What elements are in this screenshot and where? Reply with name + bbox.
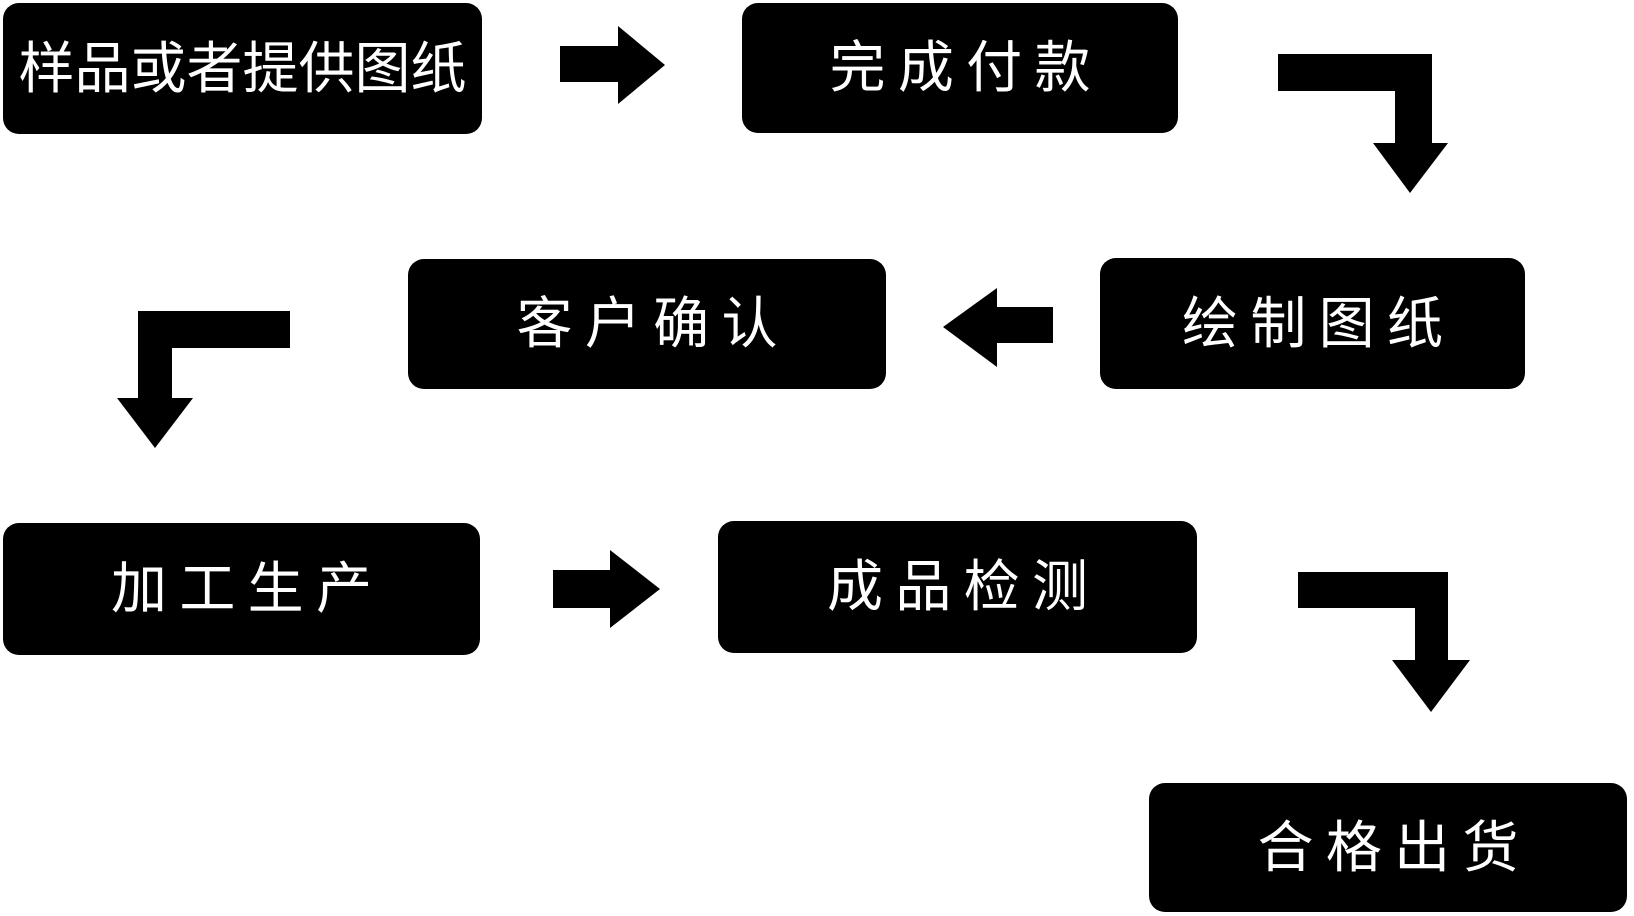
node-label: 客户确认 xyxy=(516,292,790,355)
node-label: 加工生产 xyxy=(111,557,385,620)
node-label: 样品或者提供图纸 xyxy=(18,36,467,100)
node-complete-payment: 完成付款 xyxy=(742,3,1178,133)
elbow-left-down-arrow-icon xyxy=(117,311,290,448)
node-finished-product-inspection: 成品检测 xyxy=(718,521,1197,653)
node-draw-drawings: 绘制图纸 xyxy=(1100,258,1525,389)
elbow-right-down-arrow-icon xyxy=(1298,572,1470,712)
node-sample-or-provide-drawings: 样品或者提供图纸 xyxy=(3,3,482,134)
left-arrow-icon xyxy=(943,288,1053,367)
node-processing-production: 加工生产 xyxy=(3,523,480,655)
node-label: 绘制图纸 xyxy=(1182,291,1456,355)
node-qualified-shipment: 合格出货 xyxy=(1149,783,1627,912)
node-label: 成品检测 xyxy=(827,555,1101,618)
right-arrow-icon xyxy=(560,26,665,104)
node-label: 合格出货 xyxy=(1257,815,1531,879)
elbow-right-down-arrow-icon xyxy=(1278,54,1448,193)
right-arrow-icon xyxy=(553,550,660,628)
node-label: 完成付款 xyxy=(829,36,1103,99)
node-customer-confirmation: 客户确认 xyxy=(408,259,886,389)
